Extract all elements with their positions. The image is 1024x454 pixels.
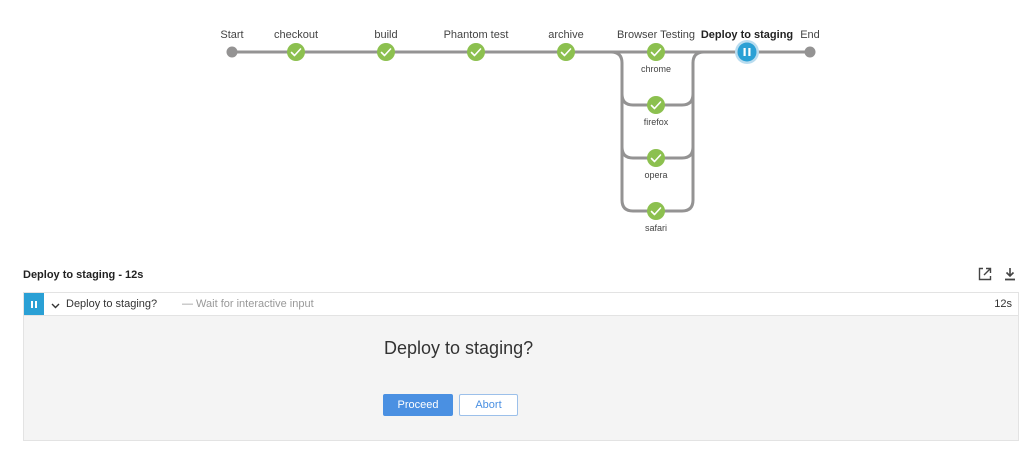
pause-icon — [743, 48, 751, 56]
stage-label-phantom-test: Phantom test — [444, 29, 509, 41]
download-icon[interactable] — [1002, 266, 1018, 282]
abort-button[interactable]: Abort — [459, 394, 518, 416]
branch-label-opera: opera — [644, 170, 667, 180]
branch-label-chrome: chrome — [641, 64, 671, 74]
check-icon — [650, 48, 662, 57]
check-icon — [560, 48, 572, 57]
chevron-down-icon[interactable] — [51, 300, 60, 312]
step-duration: 12s — [994, 298, 1012, 310]
stage-label-build: build — [374, 29, 397, 41]
check-icon — [650, 101, 662, 110]
check-icon — [380, 48, 392, 57]
start-node — [226, 46, 238, 58]
stage-node-build[interactable] — [377, 43, 395, 61]
input-panel: Deploy to staging? Proceed Abort — [23, 316, 1019, 441]
stage-node-archive[interactable] — [557, 43, 575, 61]
branch-label-firefox: firefox — [644, 117, 669, 127]
stage-node-deploy-to-staging[interactable] — [735, 40, 759, 64]
pipeline-connectors — [232, 50, 810, 213]
stage-label-end: End — [800, 29, 820, 41]
pause-icon — [31, 300, 37, 308]
step-row[interactable]: Deploy to staging? — Wait for interactiv… — [23, 292, 1019, 316]
step-name: Deploy to staging? — [66, 298, 158, 310]
step-section-title: Deploy to staging - 12s — [23, 269, 144, 281]
stage-label-archive: archive — [548, 29, 583, 41]
branch-node-opera[interactable] — [647, 149, 665, 167]
check-icon — [650, 207, 662, 216]
proceed-button[interactable]: Proceed — [383, 394, 453, 416]
branch-node-safari[interactable] — [647, 202, 665, 220]
check-icon — [290, 48, 302, 57]
branch-label-safari: safari — [645, 223, 667, 233]
check-icon — [470, 48, 482, 57]
end-node — [804, 46, 816, 58]
branch-node-chrome[interactable] — [647, 43, 665, 61]
input-question: Deploy to staging? — [384, 338, 534, 358]
stage-node-phantom-test[interactable] — [467, 43, 485, 61]
stage-label-deploy-to-staging: Deploy to staging — [701, 29, 793, 41]
open-external-icon[interactable] — [977, 266, 993, 282]
step-status-paused — [24, 293, 44, 315]
stage-label-start: Start — [220, 29, 243, 41]
check-icon — [650, 154, 662, 163]
step-description: — Wait for interactive input — [182, 298, 314, 310]
stage-label-browser-testing: Browser Testing — [617, 29, 695, 41]
stage-node-checkout[interactable] — [287, 43, 305, 61]
stage-label-checkout: checkout — [274, 29, 318, 41]
branch-node-firefox[interactable] — [647, 96, 665, 114]
pipeline-graph: Start checkout build Phantom test archiv… — [220, 29, 820, 233]
